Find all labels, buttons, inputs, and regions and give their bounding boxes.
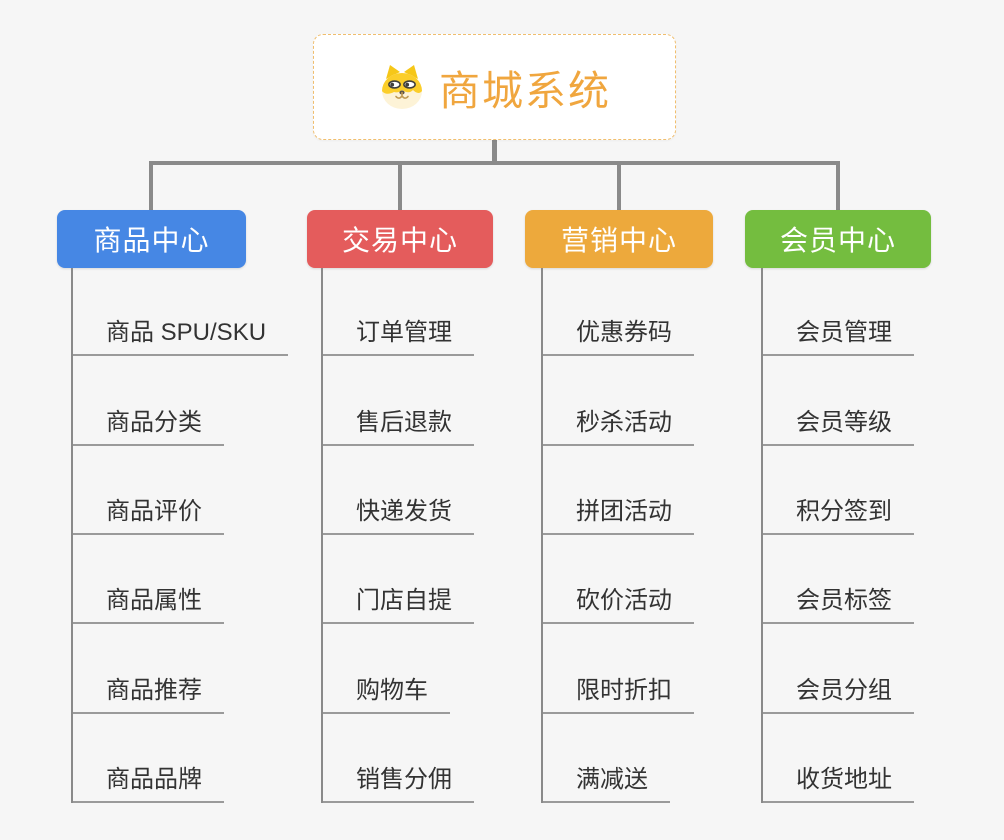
leaf-column-marketing: 优惠券码 秒杀活动 拼团活动 砍价活动 限时折扣 满减送: [541, 268, 793, 803]
leaf-node[interactable]: 会员等级: [763, 406, 914, 446]
branch-label: 商品中心: [93, 225, 210, 256]
connector-root-vertical: [492, 138, 497, 163]
leaf-node[interactable]: 订单管理: [323, 316, 474, 356]
leaf-node[interactable]: 优惠券码: [543, 316, 694, 356]
leaf-column-members: 会员管理 会员等级 积分签到 会员标签 会员分组 收货地址: [761, 268, 1004, 803]
leaf-column-trade: 订单管理 售后退款 快递发货 门店自提 购物车 销售分佣: [321, 268, 573, 803]
leaf-node[interactable]: 商品推荐: [73, 674, 224, 714]
branch-node-marketing[interactable]: 营销中心: [525, 210, 713, 268]
dog-icon: [382, 65, 422, 109]
leaf-node[interactable]: 砍价活动: [543, 584, 694, 624]
leaf-node[interactable]: 秒杀活动: [543, 406, 694, 446]
connector-stub-branch-1: [149, 161, 153, 211]
leaf-node[interactable]: 拼团活动: [543, 495, 694, 535]
root-node[interactable]: 商城系统: [313, 34, 676, 140]
root-title: 商城系统: [439, 68, 611, 114]
connector-stub-branch-3: [617, 161, 621, 211]
leaf-node[interactable]: 销售分佣: [323, 763, 474, 803]
branch-label: 交易中心: [341, 225, 458, 256]
connector-stub-branch-2: [398, 161, 402, 211]
leaf-node[interactable]: 商品品牌: [73, 763, 224, 803]
leaf-node[interactable]: 商品属性: [73, 584, 224, 624]
leaf-node[interactable]: 门店自提: [323, 584, 474, 624]
leaf-node[interactable]: 积分签到: [763, 495, 914, 535]
leaf-node[interactable]: 商品评价: [73, 495, 224, 535]
leaf-node[interactable]: 商品分类: [73, 406, 224, 446]
leaf-node[interactable]: 会员管理: [763, 316, 914, 356]
branch-label: 营销中心: [560, 225, 677, 256]
leaf-node[interactable]: 购物车: [323, 674, 450, 714]
leaf-node[interactable]: 满减送: [543, 763, 670, 803]
leaf-node[interactable]: 会员标签: [763, 584, 914, 624]
leaf-node[interactable]: 商品 SPU/SKU: [73, 316, 289, 356]
connector-stub-branch-4: [836, 161, 840, 211]
branch-node-members[interactable]: 会员中心: [745, 210, 931, 268]
branch-node-products[interactable]: 商品中心: [57, 210, 246, 268]
branch-label: 会员中心: [779, 225, 896, 256]
leaf-node[interactable]: 会员分组: [763, 674, 914, 714]
leaf-node[interactable]: 快递发货: [323, 495, 474, 535]
leaf-node[interactable]: 收货地址: [763, 763, 914, 803]
connector-horizontal: [149, 161, 840, 165]
leaf-node[interactable]: 售后退款: [323, 406, 474, 446]
leaf-node[interactable]: 限时折扣: [543, 674, 694, 714]
branch-node-trade[interactable]: 交易中心: [307, 210, 493, 268]
leaf-column-products: 商品 SPU/SKU 商品分类 商品评价 商品属性 商品推荐 商品品牌: [71, 268, 323, 803]
